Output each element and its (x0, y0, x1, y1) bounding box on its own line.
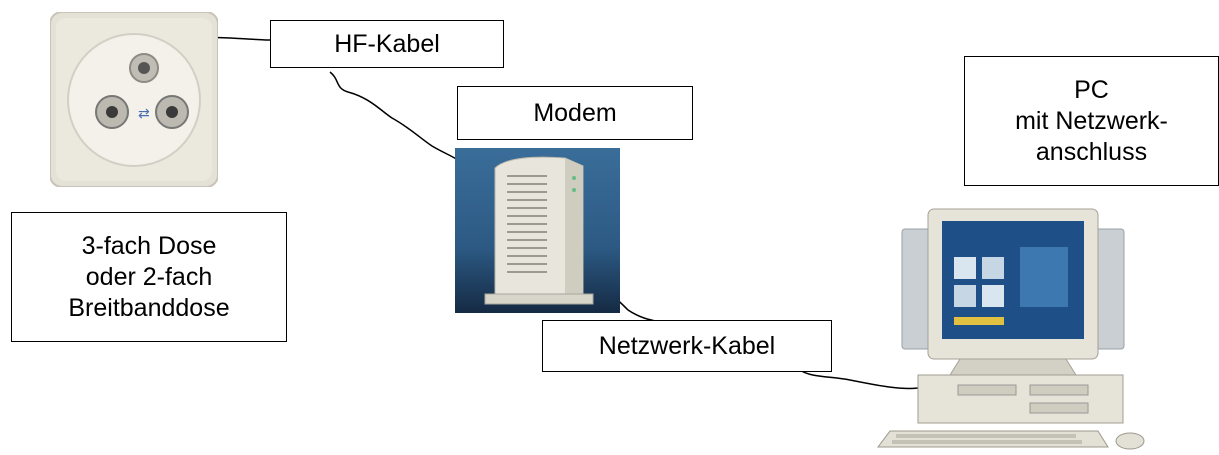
antenna-socket-image: ⇄ (50, 12, 218, 187)
pc-label-line-3: anschluss (1035, 137, 1148, 166)
socket-label-line-1: 3-fach Dose (81, 231, 217, 260)
pc-image (877, 208, 1145, 450)
network-cable-line-to-pc (799, 369, 919, 390)
socket-label-line-3: Breitbanddose (68, 293, 230, 322)
modem-label-text: Modem (533, 98, 617, 127)
hf-cable-label: HF-Kabel (270, 20, 504, 68)
socket-label-line-2: oder 2-fach (85, 262, 213, 291)
modem-label: Modem (457, 86, 693, 140)
mouse (1115, 432, 1145, 450)
pc-case (917, 374, 1124, 424)
socket-label: 3-fach Dose oder 2-fach Breitbanddose (11, 212, 287, 342)
pc-label-line-1: PC (1074, 75, 1109, 104)
pc-label-line-2: mit Netzwerk- (1015, 106, 1168, 135)
network-cable-label: Netzwerk-Kabel (542, 320, 832, 372)
hf-cable-label-text: HF-Kabel (334, 29, 440, 58)
modem-stand (484, 293, 594, 305)
arrow-icon: ⇄ (138, 106, 150, 122)
monitor-base (949, 358, 1077, 376)
keyboard (877, 430, 1109, 448)
socket-face (67, 33, 201, 167)
modem-image (455, 148, 620, 313)
hf-cable-line-to-modem (329, 71, 459, 161)
pc-label: PC mit Netzwerk- anschluss (964, 56, 1219, 186)
network-cable-label-text: Netzwerk-Kabel (598, 331, 776, 360)
